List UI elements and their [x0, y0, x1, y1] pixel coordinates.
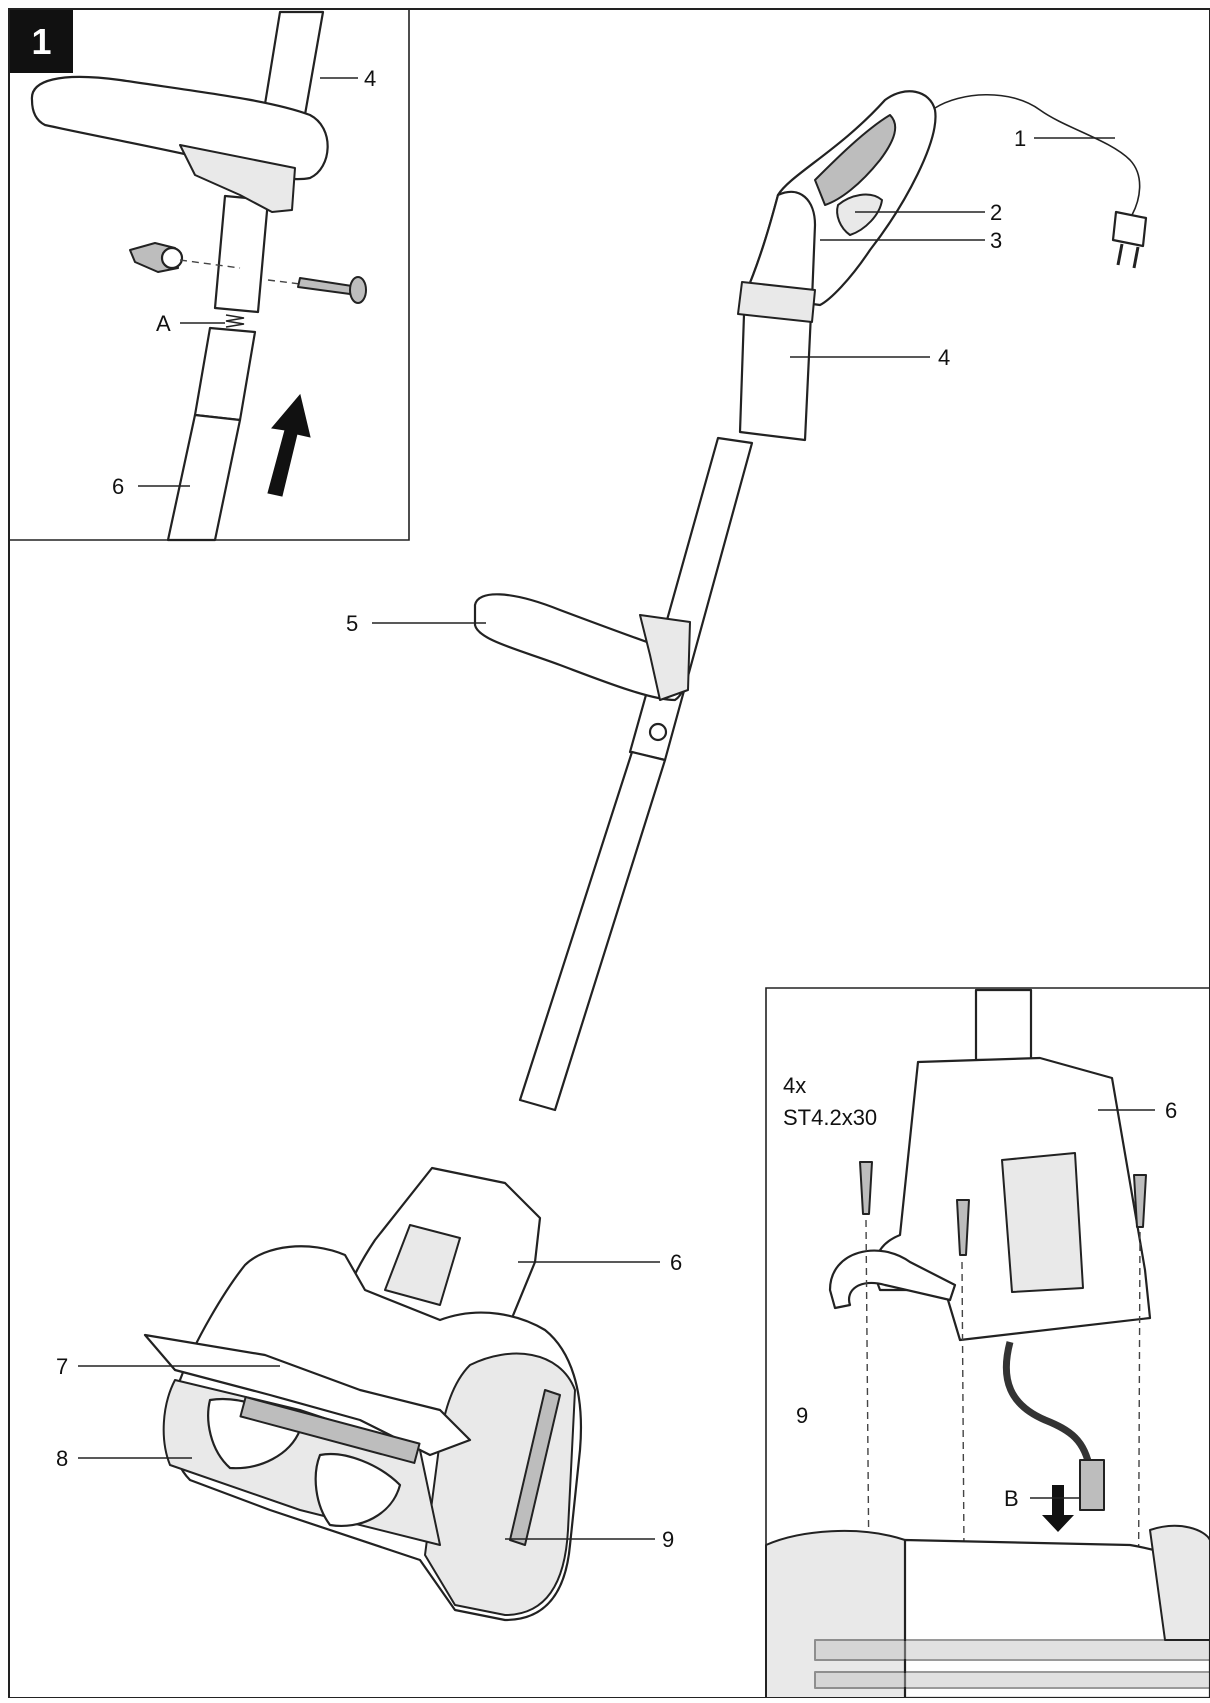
inset-bolt-dash [267, 279, 301, 285]
inset-callout-6-bottom: 6 [1165, 1098, 1177, 1123]
screw-icon-1 [859, 1161, 873, 1215]
callout-8: 8 [56, 1446, 68, 1471]
callout-1: 1 [1014, 126, 1026, 151]
main-shaft-lower [518, 750, 667, 1112]
down-arrow-icon [1042, 1485, 1074, 1532]
inset-bolt-head [349, 276, 367, 304]
inset-bracket-window [1001, 1152, 1084, 1293]
screw-spec-label: ST4.2x30 [783, 1105, 877, 1130]
inset-knob-dash [179, 259, 241, 269]
inset-callout-A: A [156, 311, 171, 336]
callout-6-main: 6 [670, 1250, 682, 1275]
side-slot [509, 1389, 561, 1546]
callout-9-main: 9 [662, 1527, 674, 1552]
upper-tube-collar [737, 281, 816, 323]
inset-callout-6: 6 [112, 474, 124, 499]
callout-5: 5 [346, 611, 358, 636]
power-cord [934, 94, 1141, 216]
aux-handle-clamp [639, 614, 691, 701]
inset-top-left [9, 9, 410, 542]
inset-top-frame [9, 9, 410, 541]
main-callouts: 1 2 3 4 5 6 7 8 9 [56, 126, 1115, 1552]
screw-icon-2 [956, 1199, 970, 1256]
screw-count-label: 4x [783, 1073, 806, 1098]
main-shaft-upper [628, 436, 754, 762]
switch-lock-button [836, 193, 883, 236]
inset-left-hook [828, 1249, 957, 1310]
inset-bolt-icon [297, 277, 353, 295]
inset-callout-B: B [1004, 1486, 1019, 1511]
shaft-button [648, 722, 668, 742]
callout-3: 3 [990, 228, 1002, 253]
inset-housing-right-cap [1149, 1524, 1210, 1641]
auger-paddle-right [314, 1452, 402, 1528]
inset-lower-tube [166, 413, 242, 542]
plug-icon [1111, 210, 1148, 248]
connector-B-icon [1079, 1459, 1105, 1511]
inset-bottom-frame [765, 987, 1210, 1698]
up-arrow-icon [267, 393, 311, 497]
inset-bottom-right [765, 987, 1210, 1700]
inset-aux-handle [30, 75, 329, 181]
inset-callout-9: 9 [796, 1403, 808, 1428]
main-assembly [143, 90, 1148, 1622]
inset-tube-sleeve [213, 194, 270, 314]
inset-callout-4: 4 [364, 66, 376, 91]
inset-housing-ribs [814, 1639, 1210, 1661]
callout-2: 2 [990, 200, 1002, 225]
inset-housing-ribs-2 [814, 1671, 1210, 1689]
inset-handle-clamp [179, 144, 296, 213]
deflector [143, 1333, 472, 1457]
inset-spring-icon [225, 314, 245, 328]
inset-knob-face [160, 246, 184, 270]
callout-4-main: 4 [938, 345, 950, 370]
grip-ribs [814, 114, 897, 206]
auger-shaft [239, 1396, 421, 1464]
screw-icon-3 [1133, 1174, 1147, 1228]
inset-shaft [974, 988, 1033, 1062]
callout-7: 7 [56, 1354, 68, 1379]
inset-lower-tube-top [193, 326, 257, 422]
inset-bottom-callouts: 4x ST4.2x30 6 9 B [783, 1073, 1177, 1511]
inset-cable [1002, 1341, 1094, 1471]
figure-number-badge: 1 [10, 10, 73, 73]
motor-label-plate [384, 1224, 461, 1306]
inset-top-callouts: 4 A 6 [112, 66, 376, 499]
